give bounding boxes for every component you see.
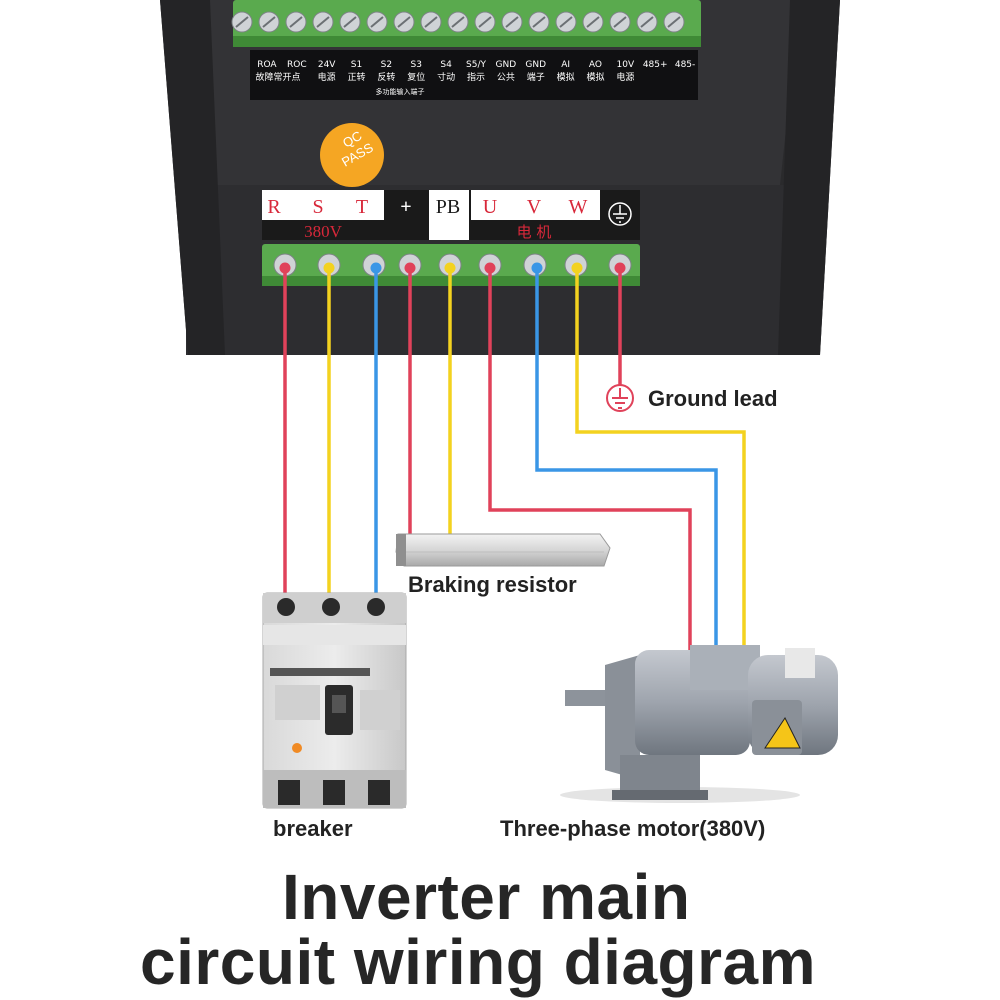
- breaker: [262, 592, 407, 809]
- power-terminal-label: PB: [436, 196, 460, 218]
- wire-start-dot: [404, 262, 416, 274]
- power-terminal-plate: [262, 190, 640, 240]
- control-terminal-function: 反转: [377, 71, 395, 83]
- control-terminal-function: 寸动: [437, 71, 455, 83]
- control-terminal-name: 485-: [675, 60, 695, 70]
- control-terminal-name: 485+: [643, 60, 668, 70]
- control-screw-slot: [613, 16, 627, 28]
- control-screw-slot: [343, 16, 357, 28]
- input-group-note: 多功能输入端子: [376, 87, 425, 96]
- control-terminal-name: S4: [440, 60, 452, 70]
- ground-lead-label: Ground lead: [648, 386, 778, 411]
- control-terminal-name: AO: [589, 60, 602, 70]
- braking-resistor: [395, 533, 611, 567]
- control-terminal-name: ROC: [287, 60, 307, 70]
- control-terminal-function: 电源: [616, 71, 634, 83]
- power-terminal-labels: R S T + PB U V W 380V 电 机: [267, 196, 632, 241]
- control-terminal-function: 端子: [527, 71, 545, 83]
- control-screw-slot: [235, 16, 249, 28]
- control-terminal-name: S2: [381, 60, 392, 70]
- wire: [575, 268, 746, 703]
- control-screw-slot: [532, 16, 546, 28]
- title-line-2: circuit wiring diagram: [140, 926, 817, 998]
- control-screw-slot: [559, 16, 573, 28]
- control-screw-slot: [451, 16, 465, 28]
- motor-output-label: 电 机: [517, 223, 552, 241]
- control-terminal-function: 公共: [497, 72, 515, 83]
- power-terminal-label: +: [400, 196, 411, 218]
- control-terminal-name: AI: [561, 60, 570, 70]
- power-terminal-label: U: [483, 196, 498, 218]
- relay-contact-note: 故障常开点: [255, 71, 300, 83]
- motor-label: Three-phase motor(380V): [500, 816, 766, 841]
- three-phase-motor: [560, 645, 838, 803]
- wire-start-dot: [531, 262, 543, 274]
- control-screw-slot: [316, 16, 330, 28]
- control-screw-slot: [505, 16, 519, 28]
- control-screw-slot: [424, 16, 438, 28]
- wire-start-dot: [571, 262, 583, 274]
- power-terminal-label: W: [569, 196, 588, 218]
- control-terminal-function: 复位: [407, 71, 425, 83]
- power-terminal-label: S: [312, 196, 323, 218]
- wire-start-dot: [370, 262, 382, 274]
- control-terminal-function: 模拟: [557, 71, 575, 83]
- wire-start-dot: [484, 262, 496, 274]
- control-terminal-name: 24V: [318, 60, 336, 70]
- control-screw-slot: [478, 16, 492, 28]
- power-terminal-label: V: [527, 196, 542, 218]
- control-terminal-name: S3: [411, 60, 422, 70]
- title-line-1: Inverter main: [282, 861, 691, 933]
- breaker-label: breaker: [273, 816, 353, 841]
- wire-start-dot: [279, 262, 291, 274]
- wire-start-dot: [444, 262, 456, 274]
- control-screw-slot: [586, 16, 600, 28]
- power-terminal-label: T: [356, 196, 368, 218]
- control-screw-slot: [397, 16, 411, 28]
- qc-pass-sticker: QC PASS: [320, 123, 384, 187]
- control-terminal-name: S1: [351, 60, 362, 70]
- control-terminal-block: [231, 0, 701, 100]
- wire-start-dot: [614, 262, 626, 274]
- control-terminal-function: 模拟: [586, 71, 604, 83]
- wire: [535, 268, 718, 703]
- wire: [488, 268, 692, 703]
- control-terminal-name: GND: [496, 60, 517, 70]
- ground-lead-symbol: [606, 384, 634, 412]
- control-screw-slot: [370, 16, 384, 28]
- control-terminal-function: 正转: [348, 71, 366, 83]
- control-terminal-name: GND: [525, 60, 546, 70]
- control-screw-slot: [667, 16, 681, 28]
- ground-icon: [608, 202, 632, 226]
- control-screw-slot: [262, 16, 276, 28]
- control-terminal-name: S5/Y: [466, 60, 486, 70]
- braking-resistor-label: Braking resistor: [408, 572, 577, 597]
- control-screw-slot: [289, 16, 303, 28]
- control-terminal-name: ROA: [257, 60, 277, 70]
- control-terminal-name: 10V: [617, 60, 635, 70]
- power-terminal-label: R: [267, 196, 281, 218]
- control-screw-slot: [640, 16, 654, 28]
- control-terminal-function: 电源: [318, 71, 336, 83]
- control-terminal-function: 指示: [467, 71, 485, 83]
- wire-start-dot: [323, 262, 335, 274]
- input-voltage-label: 380V: [304, 222, 343, 241]
